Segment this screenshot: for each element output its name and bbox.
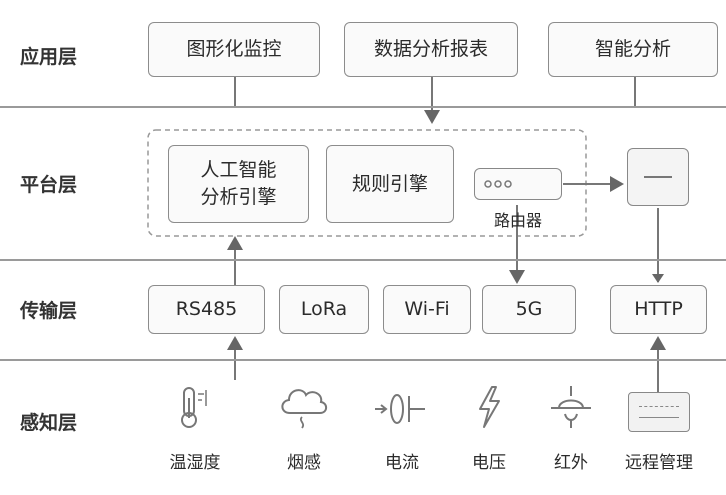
app-report-box: 数据分析报表 — [344, 22, 518, 77]
wifi-box: Wi-Fi — [383, 285, 471, 334]
separator — [0, 106, 726, 108]
server-icon — [627, 148, 689, 206]
sensor-label-voltage: 电压 — [472, 453, 506, 473]
separator — [0, 259, 726, 261]
sensor-label-temp-humidity: 温湿度 — [169, 453, 221, 473]
lightning-icon — [474, 385, 504, 429]
remote-management-icon — [628, 392, 690, 432]
current-icon — [371, 390, 433, 428]
sensor-label-current: 电流 — [385, 453, 419, 473]
layer-label-platform: 平台层 — [20, 174, 78, 196]
rs485-box: RS485 — [148, 285, 265, 334]
router-icon — [474, 168, 562, 200]
http-box: HTTP — [610, 285, 707, 334]
ai-engine-label-line1: 人工智能 — [200, 159, 277, 182]
layer-label-perception: 感知层 — [20, 412, 78, 434]
5g-box: 5G — [482, 285, 576, 334]
separator — [0, 359, 726, 361]
app-analysis-box: 智能分析 — [548, 22, 718, 77]
layer-label-application: 应用层 — [20, 46, 78, 68]
rule-engine-box: 规则引擎 — [326, 145, 454, 223]
thermometer-icon — [176, 384, 216, 432]
ai-engine-label-line2: 分析引擎 — [200, 186, 277, 208]
sensor-label-remote: 远程管理 — [625, 453, 693, 473]
sensor-label-smoke: 烟感 — [287, 453, 321, 473]
smoke-icon — [276, 383, 332, 431]
layer-label-transport: 传输层 — [20, 300, 78, 322]
lora-box: LoRa — [279, 285, 369, 334]
ai-engine-box: 人工智能 分析引擎 — [168, 145, 309, 223]
router-label: 路由器 — [493, 211, 542, 230]
sensor-label-infrared: 红外 — [554, 453, 588, 473]
infrared-icon — [547, 384, 595, 430]
app-monitor-box: 图形化监控 — [148, 22, 320, 77]
